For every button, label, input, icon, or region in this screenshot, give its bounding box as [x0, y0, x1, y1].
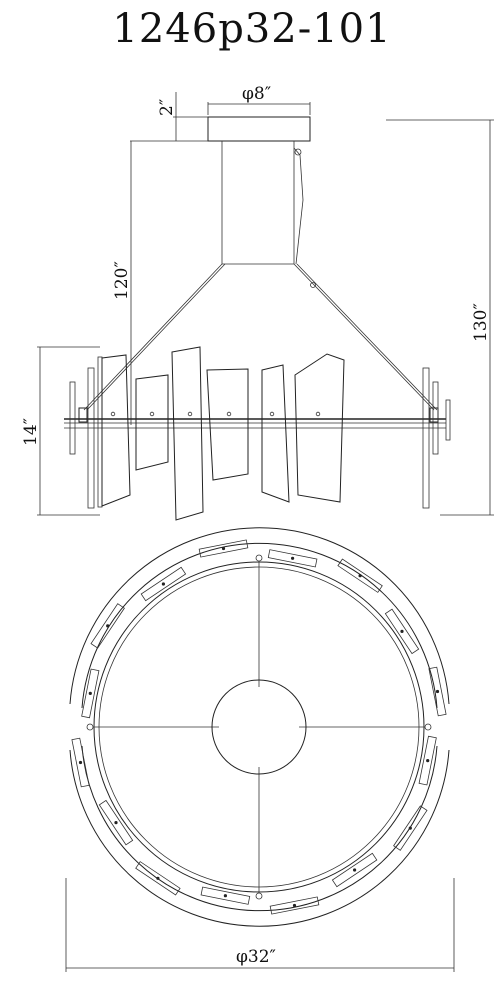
- ring-panel: [337, 558, 383, 593]
- panel-clip: [156, 876, 160, 880]
- panel-clip: [435, 689, 440, 694]
- ring-panel: [393, 805, 428, 851]
- panel-clip: [106, 624, 110, 628]
- ring-panel: [90, 603, 125, 649]
- panel-clip: [221, 546, 226, 551]
- ring-panel: [428, 666, 447, 717]
- panel-clip: [353, 868, 357, 872]
- ring-panel-segments: [71, 539, 447, 915]
- canopy-height-label: 2″: [157, 99, 177, 116]
- drawing-title: 1246p32-101: [112, 6, 392, 52]
- ring-panel: [384, 608, 420, 655]
- top-plan-view: φ32″: [65, 527, 455, 972]
- ring-panel: [71, 737, 90, 788]
- panel-clip: [426, 759, 430, 763]
- canopy-hub: [211, 679, 307, 775]
- canopy-diameter-label: φ8″: [242, 84, 271, 104]
- canopy: [207, 116, 311, 142]
- panel-clip: [358, 574, 362, 578]
- panel-clip: [292, 903, 297, 908]
- panel-clip: [78, 760, 83, 765]
- ring-panel: [198, 539, 249, 558]
- panel-clip: [400, 629, 404, 634]
- ring-panel: [200, 886, 251, 905]
- drop-length-label: 120″: [112, 261, 132, 300]
- ring-panel: [140, 566, 187, 602]
- glass-panel: [294, 353, 345, 503]
- ring-panel: [81, 668, 100, 719]
- glass-panel: [206, 368, 249, 481]
- ring-panel: [98, 799, 134, 846]
- panel-clip: [114, 821, 118, 825]
- panel-clip: [88, 691, 92, 696]
- panel-clip: [223, 894, 227, 898]
- ring-panel: [269, 896, 320, 915]
- glass-panel: [135, 374, 169, 471]
- glass-panel: [171, 346, 204, 521]
- fixture-height-label: 14″: [21, 418, 41, 446]
- panel-clip: [161, 582, 165, 586]
- fixture-diameter-label: φ32″: [236, 947, 276, 967]
- side-elevation-view: φ8″ 2″ 120″ 130″ 14″: [21, 84, 494, 521]
- ring-panel: [418, 735, 437, 786]
- ring-panel: [135, 861, 181, 896]
- panel-clip: [408, 826, 412, 830]
- ring-panel: [267, 549, 318, 568]
- overall-height-label: 130″: [471, 303, 491, 342]
- panel-clip: [291, 556, 295, 560]
- glass-panel: [101, 354, 131, 507]
- ring-panel: [331, 852, 378, 888]
- glass-panel: [261, 364, 290, 503]
